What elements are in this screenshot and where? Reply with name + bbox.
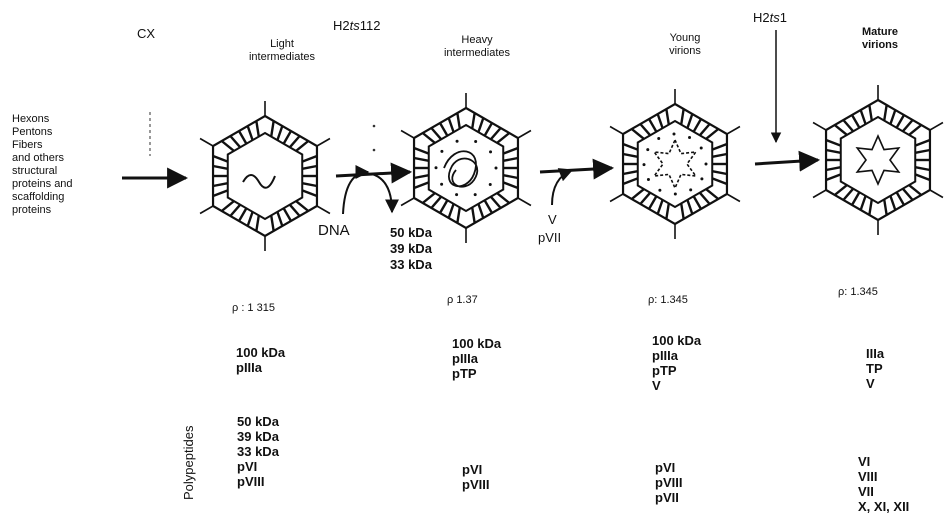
polypeptides-upper-young: 100 kDa pIIIa pTP V (652, 333, 701, 393)
polypeptides-axis-label: Polypeptides (181, 426, 196, 500)
arrow-young-to-mature (755, 160, 818, 164)
precursor-item: scaffolding (12, 191, 73, 204)
cx-label: CX (137, 26, 155, 41)
polypeptides-upper-light: 100 kDa pIIIa (236, 345, 285, 375)
precursor-list: Hexons Pentons Fibers and others structu… (12, 113, 73, 217)
v-added-label: V (548, 212, 557, 227)
dna-label: DNA (318, 222, 350, 240)
arrow-scaffold-release (372, 174, 392, 212)
polypeptides-lower-mature: VI VIII VII X, XI, XII (858, 454, 909, 514)
capsid-light (200, 101, 330, 251)
stage-title-young: Young virions (650, 32, 720, 58)
h2ts1-label: H2ts1 (753, 10, 787, 25)
stage-title-mature: Mature virions (845, 26, 915, 52)
polypeptides-lower-heavy: pVI pVIII (462, 462, 489, 492)
pvii-added-label: pVII (538, 230, 561, 245)
precursor-item: and others (12, 152, 73, 165)
arrow-heavy-to-young (540, 168, 612, 172)
released-scaffold-list: 50 kDa 39 kDa 33 kDa (390, 225, 432, 273)
polypeptides-lower-young: pVI pVIII pVII (655, 460, 682, 505)
capsid-heavy (401, 93, 531, 243)
density-young: ρ: 1.345 (648, 294, 688, 307)
precursor-item: proteins (12, 204, 73, 217)
arrow-v-pvii-entry (552, 170, 572, 205)
density-mature: ρ: 1.345 (838, 286, 878, 299)
precursor-item: Pentons (12, 126, 73, 139)
precursor-item: Fibers (12, 139, 73, 152)
precursor-item: structural (12, 165, 73, 178)
precursor-item: Hexons (12, 113, 73, 126)
density-heavy: ρ 1.37 (447, 294, 478, 307)
polypeptides-upper-mature: IIIa TP V (866, 346, 884, 391)
stage-title-light: Light intermediates (238, 38, 326, 64)
density-light: ρ : 1 315 (232, 302, 275, 315)
capsid-mature (813, 85, 943, 235)
polypeptides-lower-light: 50 kDa 39 kDa 33 kDa pVI pVIII (237, 414, 279, 489)
stage-title-heavy: Heavy intermediates (428, 34, 526, 60)
arrow-dna-entry (343, 172, 368, 214)
capsid-young (610, 89, 740, 239)
h2ts112-label: H2ts112 (333, 18, 380, 33)
precursor-item: proteins and (12, 178, 73, 191)
polypeptides-upper-heavy: 100 kDa pIIIa pTP (452, 336, 501, 381)
